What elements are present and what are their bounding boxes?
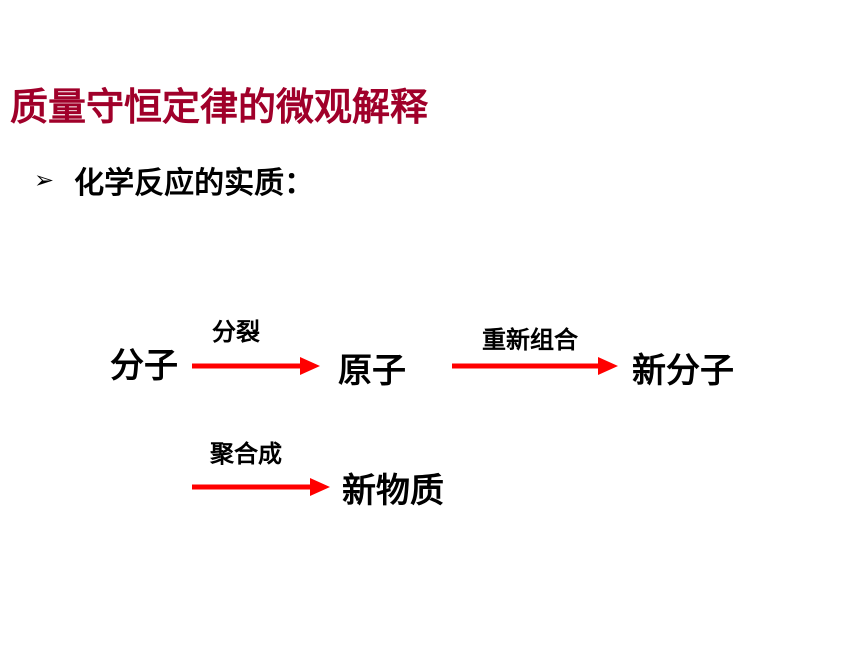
arrow-label-split: 分裂 [212, 318, 260, 346]
arrow-aggregate [192, 478, 330, 496]
arrowhead-bullet-icon: ➢ [34, 166, 55, 194]
node-new-substance: 新物质 [342, 471, 444, 511]
arrow-label-recombine: 重新组合 [482, 326, 578, 354]
bullet-text: 化学反应的实质： [74, 166, 315, 201]
arrow-split [192, 357, 320, 375]
bullet-item: ➢ 化学反应的实质： [34, 158, 314, 202]
node-atom: 原子 [338, 351, 406, 391]
page-title: 质量守恒定律的微观解释 [10, 85, 429, 129]
arrow-label-aggregate: 聚合成 [210, 440, 282, 468]
node-new-molecule: 新分子 [632, 351, 734, 391]
node-molecule: 分子 [110, 346, 178, 386]
arrow-recombine [452, 357, 618, 375]
